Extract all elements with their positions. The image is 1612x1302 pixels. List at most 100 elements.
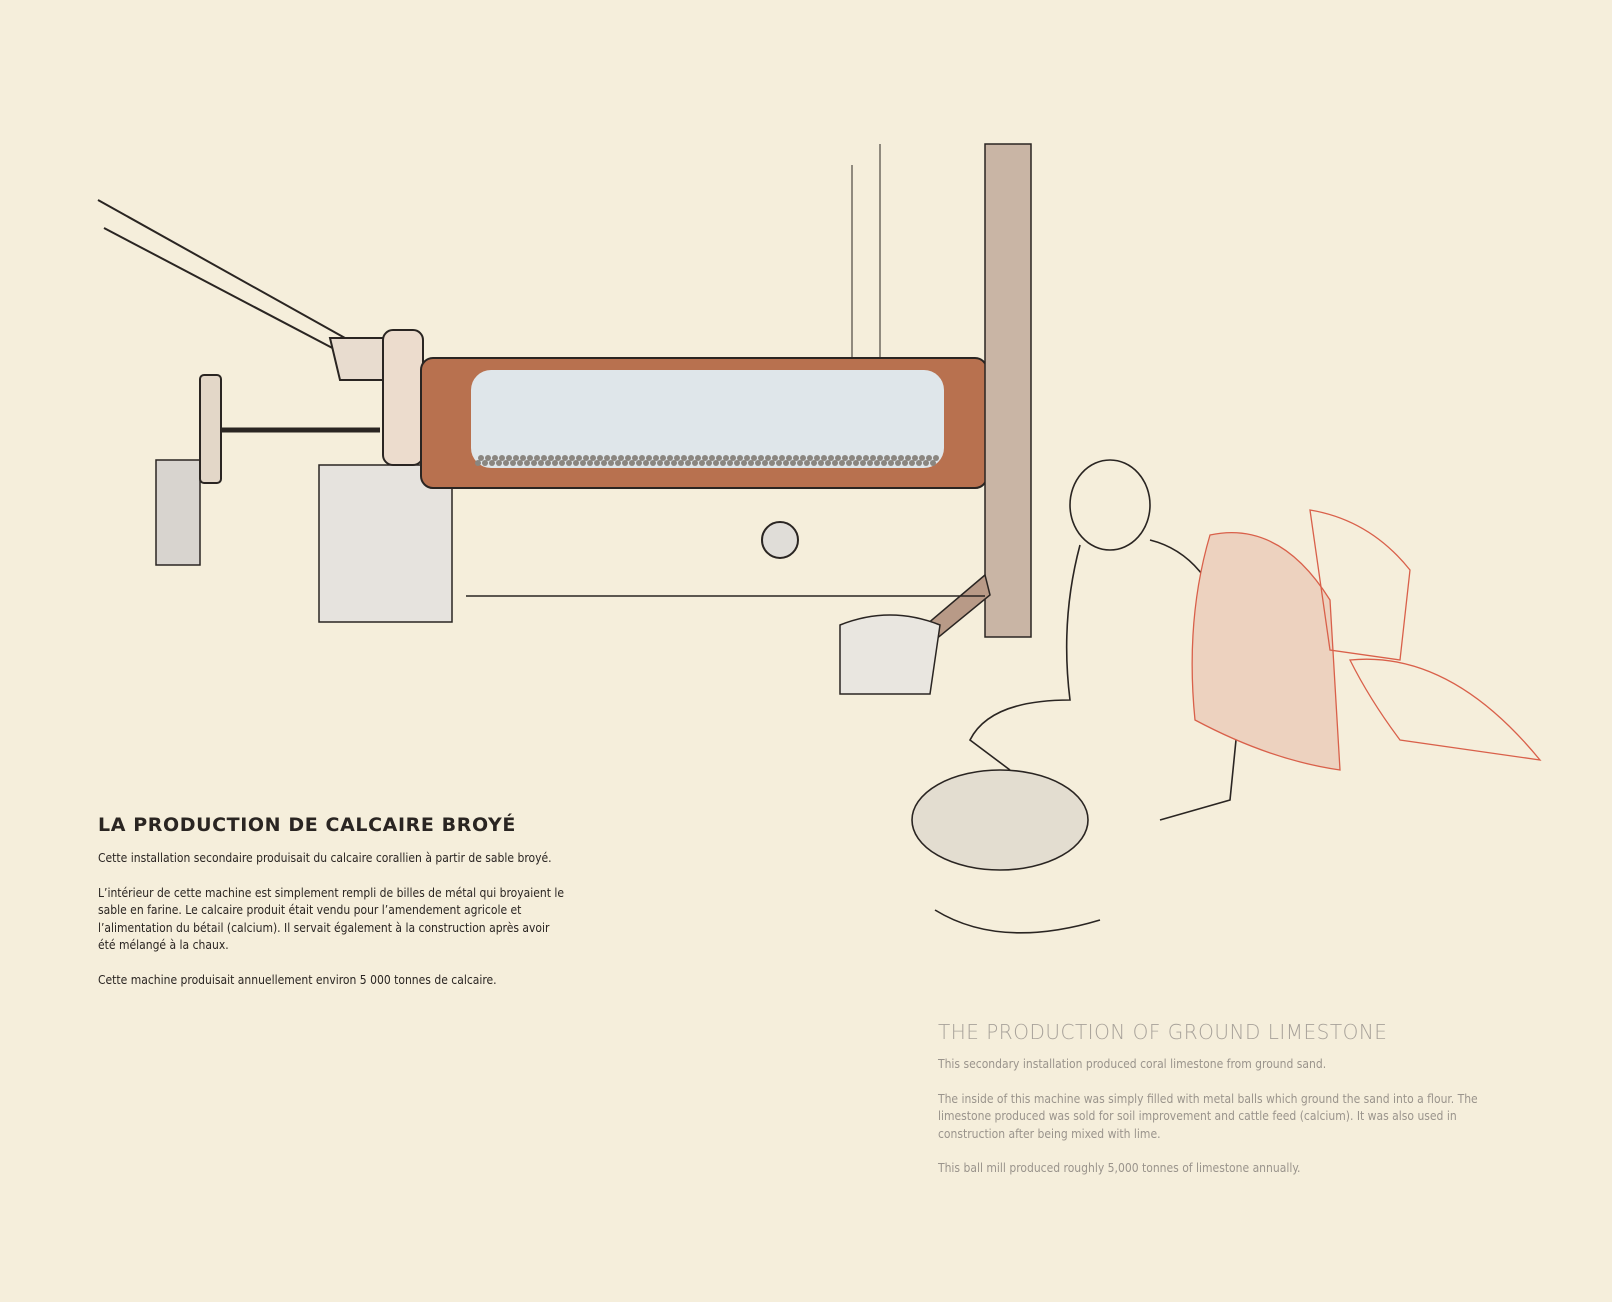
metal-ball (482, 460, 488, 466)
metal-ball (513, 455, 519, 461)
metal-ball (646, 455, 652, 461)
french-paragraph: Cette installation secondaire produisait… (98, 851, 552, 865)
metal-ball (531, 460, 537, 466)
metal-ball (814, 455, 820, 461)
metal-ball (667, 455, 673, 461)
metal-ball (583, 455, 589, 461)
metal-ball (804, 460, 810, 466)
metal-ball (769, 460, 775, 466)
metal-ball (881, 460, 887, 466)
metal-ball (842, 455, 848, 461)
metal-ball (874, 460, 880, 466)
metal-ball (762, 460, 768, 466)
metal-ball (751, 455, 757, 461)
mill-drum-interior (471, 370, 944, 468)
metal-ball (699, 460, 705, 466)
metal-ball (685, 460, 691, 466)
metal-ball (611, 455, 617, 461)
metal-ball (625, 455, 631, 461)
french-text-block: LA PRODUCTION DE CALCAIRE BROYÉ Cette in… (98, 814, 618, 1006)
metal-ball (601, 460, 607, 466)
metal-ball (888, 460, 894, 466)
french-paragraph: L’intérieur de cette machine est simplem… (98, 885, 565, 953)
english-paragraph: The inside of this machine was simply fi… (938, 1091, 1478, 1141)
metal-ball (692, 460, 698, 466)
metal-ball (548, 455, 554, 461)
metal-ball (538, 460, 544, 466)
metal-ball (895, 460, 901, 466)
metal-ball (905, 455, 911, 461)
metal-ball (489, 460, 495, 466)
metal-ball (639, 455, 645, 461)
metal-ball (776, 460, 782, 466)
metal-ball (478, 455, 484, 461)
metal-ball (783, 460, 789, 466)
metal-ball (846, 460, 852, 466)
english-paragraph: This ball mill produced roughly 5,000 to… (938, 1161, 1301, 1175)
metal-ball (821, 455, 827, 461)
metal-ball (590, 455, 596, 461)
metal-ball (933, 455, 939, 461)
metal-ball (863, 455, 869, 461)
metal-ball (618, 455, 624, 461)
metal-ball (832, 460, 838, 466)
metal-ball (604, 455, 610, 461)
metal-ball (562, 455, 568, 461)
metal-ball (569, 455, 575, 461)
metal-ball (713, 460, 719, 466)
metal-ball (681, 455, 687, 461)
french-paragraph: Cette machine produisait annuellement en… (98, 972, 497, 987)
metal-ball (587, 460, 593, 466)
metal-ball (580, 460, 586, 466)
metal-ball (720, 460, 726, 466)
metal-ball (898, 455, 904, 461)
metal-ball (660, 455, 666, 461)
metal-ball (664, 460, 670, 466)
metal-ball (496, 460, 502, 466)
metal-ball (737, 455, 743, 461)
metal-ball (916, 460, 922, 466)
metal-ball (779, 455, 785, 461)
metal-ball (671, 460, 677, 466)
metal-ball (825, 460, 831, 466)
metal-ball (653, 455, 659, 461)
metal-ball (510, 460, 516, 466)
metal-ball (765, 455, 771, 461)
metal-ball (772, 455, 778, 461)
metal-ball (923, 460, 929, 466)
metal-ball (758, 455, 764, 461)
metal-ball (828, 455, 834, 461)
metal-ball (636, 460, 642, 466)
metal-ball (748, 460, 754, 466)
metal-ball (499, 455, 505, 461)
metal-ball (650, 460, 656, 466)
metal-ball (930, 460, 936, 466)
metal-ball (919, 455, 925, 461)
metal-ball (877, 455, 883, 461)
metal-ball (800, 455, 806, 461)
metal-ball (755, 460, 761, 466)
pedestal-left (155, 459, 201, 566)
metal-ball (860, 460, 866, 466)
metal-ball (678, 460, 684, 466)
metal-ball (608, 460, 614, 466)
metal-ball (576, 455, 582, 461)
metal-ball (555, 455, 561, 461)
metal-ball (818, 460, 824, 466)
metal-ball (839, 460, 845, 466)
metal-ball (594, 460, 600, 466)
metal-ball (730, 455, 736, 461)
metal-ball (622, 460, 628, 466)
metal-ball (534, 455, 540, 461)
metal-ball (912, 455, 918, 461)
english-paragraph: This secondary installation produced cor… (938, 1057, 1327, 1071)
metal-ball (552, 460, 558, 466)
collection-bucket (839, 614, 941, 695)
metal-ball (643, 460, 649, 466)
french-title: LA PRODUCTION DE CALCAIRE BROYÉ (98, 814, 516, 836)
metal-ball (559, 460, 565, 466)
vertical-pipe (984, 143, 1032, 638)
metal-ball (573, 460, 579, 466)
metal-ball (709, 455, 715, 461)
metal-ball (849, 455, 855, 461)
